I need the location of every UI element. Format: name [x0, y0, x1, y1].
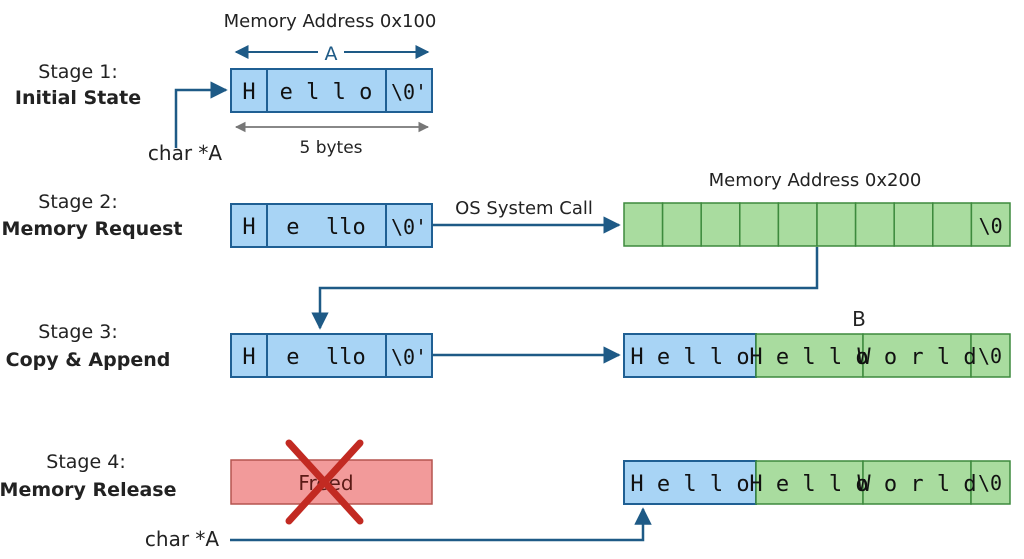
stage-3-subtitle: Copy & Append — [6, 349, 171, 371]
buffer-cell — [862, 333, 972, 378]
buffer-cell — [623, 333, 757, 378]
cell-text: H e l l o — [749, 472, 868, 497]
cell-text: W o r l d — [857, 345, 976, 370]
buffer-cell — [777, 202, 818, 247]
copy-return-arrow — [311, 247, 819, 330]
stage-2-buffer-b: \0 — [623, 202, 1011, 247]
cell-text: \0' — [391, 80, 427, 104]
address-a-label: Memory Address 0x100 — [224, 11, 437, 32]
buffer-cell — [385, 333, 433, 378]
stage-3-label: Stage 3: Copy & Append — [6, 321, 171, 371]
pointer-a-arrow — [174, 81, 228, 148]
buffer-cell — [266, 68, 387, 113]
buffer-cell — [970, 460, 1011, 505]
buffer-cell — [932, 202, 973, 247]
stage-3-title: Stage 3: — [38, 321, 117, 343]
buffer-cell — [970, 202, 1011, 247]
pointer-a-final-arrow — [230, 507, 652, 542]
buffer-cell — [230, 68, 268, 113]
freed-buffer-a: Freed — [230, 439, 433, 525]
stage-4-label: Stage 4: Memory Release — [0, 451, 176, 501]
stage-2-title: Stage 2: — [38, 191, 117, 213]
buffer-cell — [385, 68, 433, 113]
stage-1-title: Stage 1: — [38, 61, 117, 83]
cell-text: e llo — [286, 215, 365, 240]
stage-2-subtitle: Memory Request — [2, 218, 183, 240]
cell-text: \0' — [391, 345, 427, 369]
buffer-cell — [816, 202, 857, 247]
freed-block — [230, 459, 433, 505]
buffer-cell — [266, 203, 387, 248]
cell-text: H e l l o — [630, 345, 749, 370]
buffer-cell — [266, 333, 387, 378]
buffer-cell — [862, 460, 972, 505]
cell-text: \0 — [979, 214, 1003, 238]
cell-text: e l l o — [280, 80, 373, 105]
cell-text: H — [242, 215, 255, 240]
buffer-cell — [893, 202, 934, 247]
address-b-label: Memory Address 0x200 — [709, 170, 922, 191]
buffer-cell — [970, 333, 1011, 378]
buffer-cell — [661, 202, 702, 247]
pointer-a-final-label: char *A — [145, 527, 220, 551]
stage-3-buffer-b: H e l l o H e l l o W o r l d \0 — [623, 333, 1011, 378]
buffer-cell — [700, 202, 741, 247]
buffer-cell — [230, 333, 268, 378]
cell-text: H e l l o — [630, 472, 749, 497]
stage-4-subtitle: Memory Release — [0, 479, 176, 501]
span-label-bg — [318, 40, 344, 64]
cell-text: \0 — [978, 471, 1002, 495]
size-label: 5 bytes — [299, 138, 362, 158]
buffer-cell — [755, 460, 864, 505]
stage-3-buffer-a: H e llo \0' — [230, 333, 433, 378]
pointer-a-label: char *A — [148, 141, 223, 165]
stage-2-buffer-a: H e llo \0' — [230, 203, 433, 248]
stage-1-subtitle: Initial State — [15, 87, 141, 109]
stage-4-title: Stage 4: — [46, 451, 125, 473]
buffer-cell — [854, 202, 895, 247]
buffer-cell — [623, 202, 664, 247]
cell-text: H — [242, 80, 255, 105]
cell-text: \0 — [978, 344, 1002, 368]
buffer-b-name: B — [852, 307, 866, 331]
cell-text: \0' — [391, 215, 427, 239]
stage-2-label: Stage 2: Memory Request — [2, 191, 183, 240]
cell-text: H e l l o — [749, 345, 868, 370]
cell-text: e llo — [286, 345, 365, 370]
stage-1-buffer-a: H e l l o \0' — [230, 68, 433, 113]
stage-4-buffer-b: H e l l o H e l l o W o r l d \0 — [623, 460, 1011, 505]
buffer-a-name: A — [325, 43, 338, 65]
syscall-label: OS System Call — [455, 198, 593, 219]
cell-text: W o r l d — [857, 472, 976, 497]
buffer-cell — [623, 460, 757, 505]
x-cross-icon — [285, 439, 364, 525]
buffer-cell — [739, 202, 780, 247]
stage-1-label: Stage 1: Initial State — [15, 61, 141, 109]
cell-text: H — [242, 345, 255, 370]
